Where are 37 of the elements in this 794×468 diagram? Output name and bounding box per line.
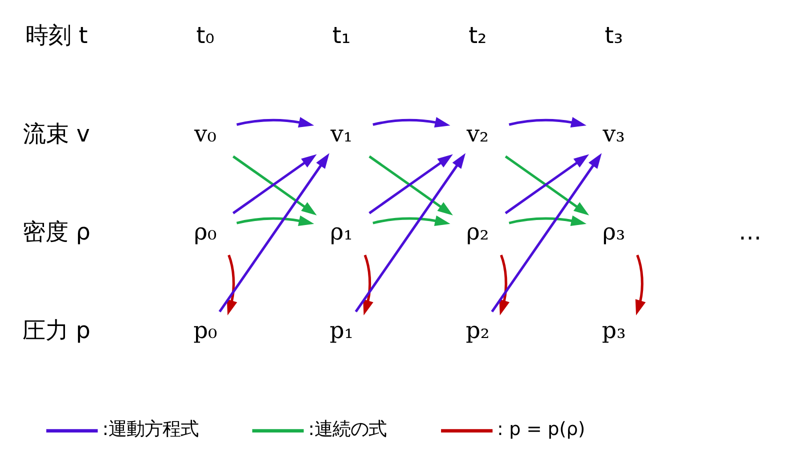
- node-text: ρ₃: [602, 220, 626, 246]
- arrow: [508, 117, 586, 128]
- node-text: ρ₂: [466, 220, 489, 246]
- arrow: [490, 153, 602, 312]
- label: 密度 ρ: [22, 220, 90, 246]
- node-text: v₂: [466, 121, 489, 148]
- legend-label: : p = p(ρ): [497, 419, 586, 440]
- arrow: [635, 254, 646, 316]
- label: t₂: [468, 22, 487, 49]
- label: 圧力 p: [22, 318, 90, 344]
- arrow: [236, 117, 314, 128]
- legend-label: :運動方程式: [102, 419, 199, 440]
- arrow: [372, 117, 450, 128]
- node-text: p₀: [193, 318, 218, 344]
- arrow: [372, 215, 450, 226]
- node-text: p₂: [466, 318, 490, 344]
- node-text: p₁: [330, 318, 354, 344]
- arrow: [226, 254, 238, 316]
- label: 流束 v: [23, 121, 90, 148]
- node-text: v₀: [194, 121, 216, 148]
- label: t₀: [196, 22, 214, 49]
- label: 時刻 t: [25, 22, 88, 49]
- node-text: v₁: [330, 121, 353, 148]
- legend-label: :連続の式: [308, 419, 386, 440]
- arrow: [218, 153, 330, 312]
- node-text: ρ₀: [194, 220, 217, 246]
- node-text: p₃: [602, 318, 626, 344]
- arrow: [354, 153, 466, 312]
- label: …: [738, 220, 762, 246]
- arrow: [508, 215, 586, 226]
- label: t₃: [604, 22, 623, 49]
- node-text: ρ₁: [330, 220, 353, 246]
- arrow: [236, 215, 314, 226]
- arrow: [363, 254, 374, 316]
- label: t₁: [332, 22, 351, 49]
- node-text: v₃: [602, 121, 625, 148]
- arrow: [499, 254, 510, 316]
